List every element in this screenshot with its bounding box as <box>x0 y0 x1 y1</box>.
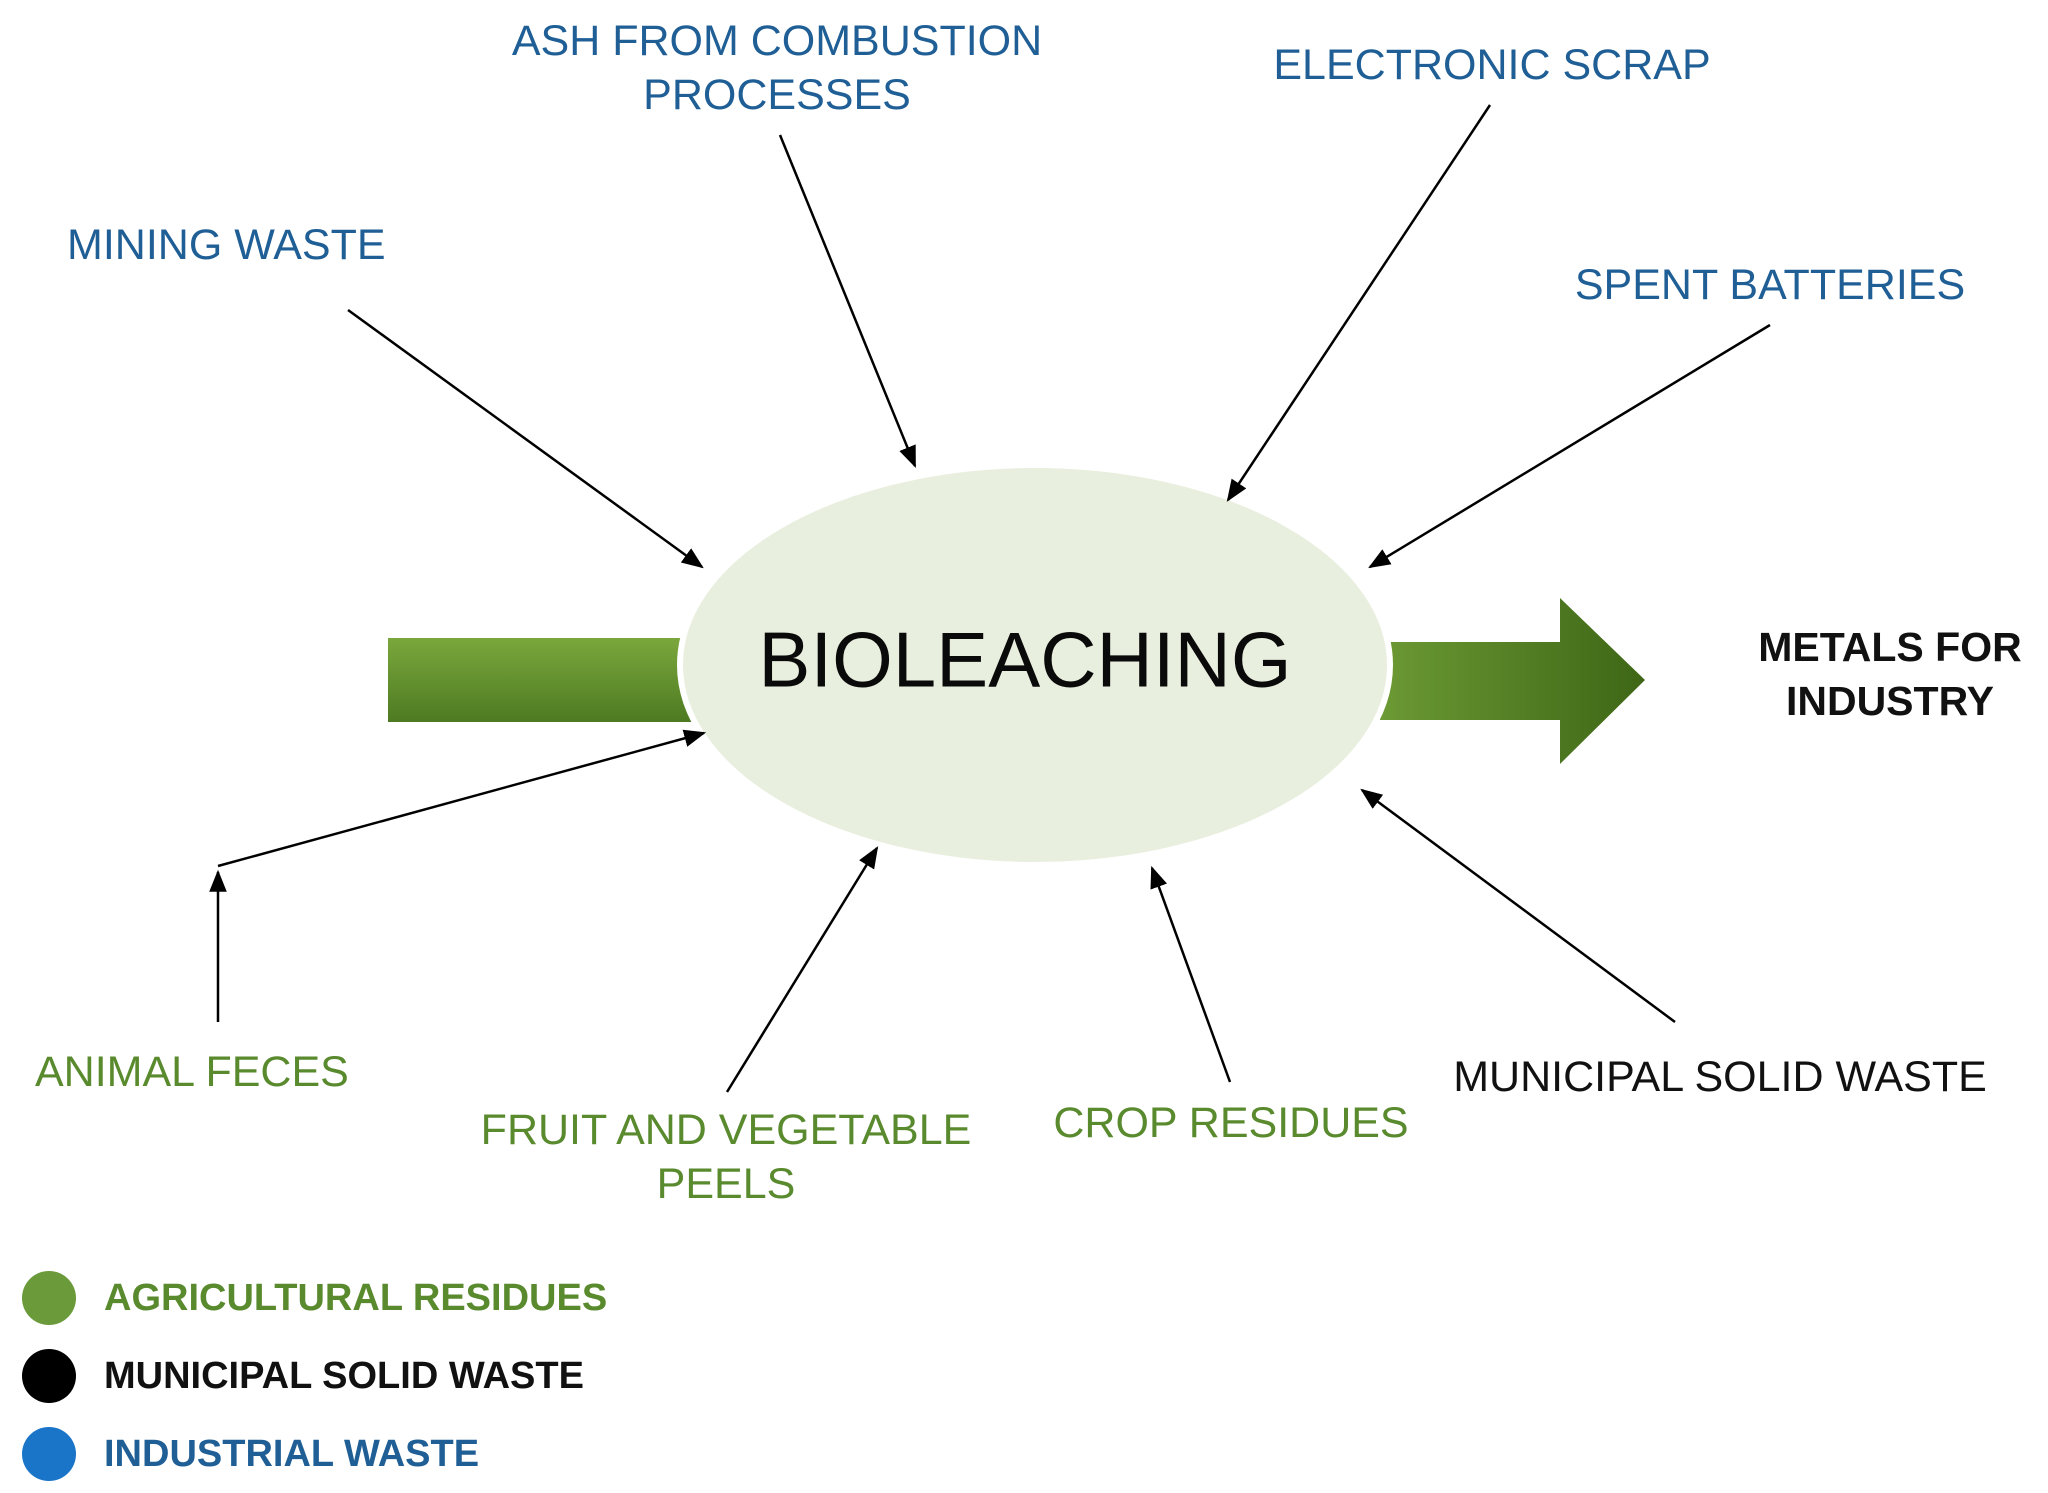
output-label-line1: METALS FOR <box>1758 624 2022 670</box>
arrow-batteries <box>1368 323 1771 569</box>
bioleaching-ellipse <box>677 462 1393 868</box>
legend-label-agricultural: AGRICULTURAL RESIDUES <box>104 1276 608 1319</box>
source-fruit: FRUIT AND VEGETABLE PEELS <box>481 1103 972 1211</box>
output-label: METALS FOR INDUSTRY <box>1758 620 2021 728</box>
source-fruit-line1: FRUIT AND VEGETABLE <box>480 1106 972 1154</box>
arrow-fruit <box>725 846 879 1093</box>
center-label: BIOLEACHING <box>758 615 1292 704</box>
source-ash-line1: ASH FROM COMBUSTION <box>511 17 1043 65</box>
input-flow-bar <box>388 638 710 722</box>
legend-dot-municipal <box>22 1349 76 1403</box>
legend-dot-industrial <box>22 1427 76 1481</box>
source-municipal: MUNICIPAL SOLID WASTE <box>1453 1053 1987 1101</box>
source-ash: ASH FROM COMBUSTION PROCESSES <box>512 14 1042 122</box>
source-batteries: SPENT BATTERIES <box>1574 261 1966 309</box>
output-label-line2: INDUSTRY <box>1785 678 1995 724</box>
arrow-mining <box>347 308 704 569</box>
source-mining: MINING WASTE <box>67 221 386 269</box>
arrow-crop <box>1150 865 1232 1083</box>
legend-item-industrial: INDUSTRIAL WASTE <box>22 1426 479 1482</box>
legend-label-industrial: INDUSTRIAL WASTE <box>104 1432 480 1475</box>
legend-dot-agricultural <box>22 1271 76 1325</box>
source-fruit-line2: PEELS <box>656 1160 796 1208</box>
source-crop: CROP RESIDUES <box>1053 1099 1409 1147</box>
arrow-electronic <box>1226 104 1492 502</box>
source-ash-line2: PROCESSES <box>643 71 911 119</box>
source-animal: ANIMAL FECES <box>35 1048 349 1096</box>
legend-label-municipal: MUNICIPAL SOLID WASTE <box>104 1354 584 1397</box>
arrow-municipal <box>1360 788 1676 1024</box>
output-flow-arrow <box>1380 598 1645 764</box>
source-electronic: ELECTRONIC SCRAP <box>1273 41 1711 89</box>
legend-item-agricultural: AGRICULTURAL RESIDUES <box>22 1270 607 1326</box>
arrow-animal-diagonal <box>217 729 707 868</box>
legend-item-municipal: MUNICIPAL SOLID WASTE <box>22 1348 584 1404</box>
arrow-ash <box>778 134 917 469</box>
